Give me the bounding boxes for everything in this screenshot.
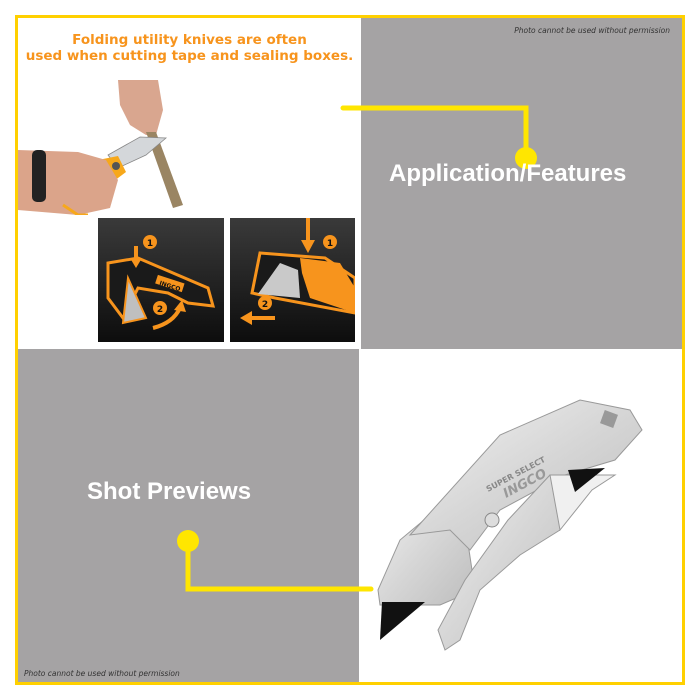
product-knives-photo: SUPER SELECT INGCO: [377, 399, 643, 651]
release-blade-diagram: 1 2: [230, 218, 355, 342]
small-knife-tip: [568, 468, 605, 492]
step-2-number: 2: [157, 305, 163, 315]
open-blade-diagram: INGCO 1 2: [98, 218, 224, 342]
application-label-panel: Photo cannot be used without permission: [361, 18, 682, 349]
shot-label-panel: Photo cannot be used without permission: [18, 349, 359, 682]
step-2-badge: [153, 301, 167, 315]
application-features-label: Application/Features: [389, 160, 627, 187]
headline-line-1: Folding utility knives are often: [72, 32, 307, 48]
step-2-badge: [258, 296, 272, 310]
headline: Folding utility knives are often used wh…: [18, 32, 361, 64]
step-1-badge: [323, 235, 337, 249]
step-1-number: 1: [327, 239, 333, 249]
upper-hand: [118, 80, 163, 135]
permission-notice-bottom: Photo cannot be used without permission: [24, 669, 180, 678]
large-knife-handle: [408, 399, 643, 551]
hand-using-knife-photo: [18, 80, 183, 215]
step-1-badge: [143, 235, 157, 249]
wooden-stick: [146, 132, 183, 208]
step-1-number: 1: [147, 239, 153, 249]
permission-notice-top: Photo cannot be used without permission: [514, 26, 670, 35]
headline-line-2: used when cutting tape and sealing boxes…: [25, 48, 354, 64]
step-2-number: 2: [262, 300, 268, 310]
large-knife-tip: [380, 602, 425, 640]
pivot-screw: [484, 512, 500, 528]
shot-previews-label: Shot Previews: [87, 478, 252, 505]
bracelet: [32, 150, 46, 202]
